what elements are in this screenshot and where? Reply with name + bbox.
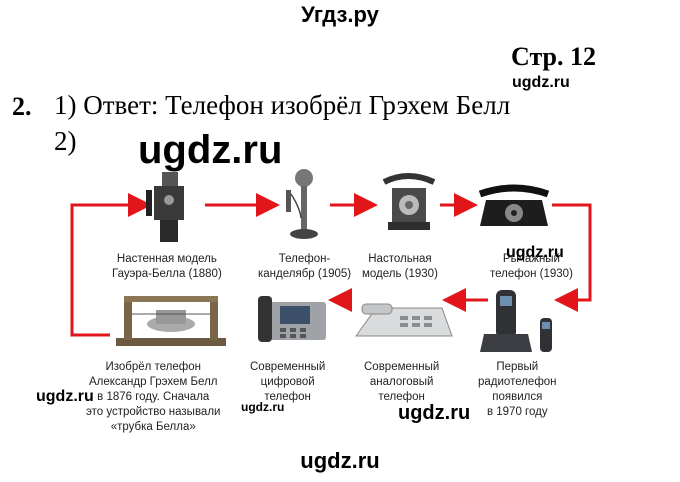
wall-phone-icon xyxy=(146,172,184,242)
watermark: ugdz.ru xyxy=(36,388,94,405)
site-header: Угдз.ру xyxy=(301,2,379,27)
watermark: ugdz.ru xyxy=(398,402,471,424)
watermark-large: ugdz.ru xyxy=(138,128,283,172)
cordless-phone-icon xyxy=(480,290,552,352)
watermark: ugdz.ru xyxy=(506,244,564,261)
candlestick-phone-icon xyxy=(286,169,318,239)
sub-item-label: 2) xyxy=(54,126,77,156)
answer-line: 1) Ответ: Телефон изобрёл Грэхем Белл xyxy=(54,90,511,120)
analog-phone-icon xyxy=(355,303,453,337)
watermark: ugdz.ru xyxy=(512,74,570,91)
lever-phone-icon xyxy=(478,184,550,226)
watermark: ugdz.ru xyxy=(241,400,285,414)
digital-phone-icon xyxy=(258,296,326,342)
desk-phone-icon xyxy=(382,173,436,230)
flow-arrows xyxy=(70,193,592,337)
caption-candlestick-phone: Телефон-канделябр (1905) xyxy=(258,253,352,280)
page-number: Стр. 12 xyxy=(511,42,596,71)
task-number: 2. xyxy=(12,92,32,121)
watermark-bottom: ugdz.ru xyxy=(300,448,380,473)
bell-telephone-icon xyxy=(116,296,226,346)
